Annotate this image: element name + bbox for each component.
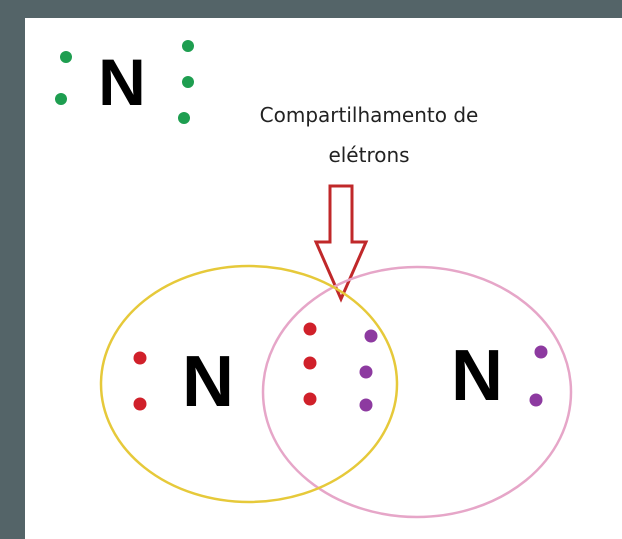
- electron-dot: [534, 345, 548, 359]
- nitrogen-symbol: N: [98, 45, 146, 119]
- nitrogen-symbol-left: N: [182, 342, 234, 422]
- left-nitrogen-atom: N: [133, 342, 234, 422]
- valence-electron-dot: [182, 76, 194, 88]
- nitrogen-symbol-right: N: [451, 336, 503, 416]
- caption-line-1: Compartilhamento de: [260, 103, 479, 127]
- shared-electrons: [303, 322, 378, 412]
- right-nitrogen-atom: N: [451, 336, 548, 416]
- nitrogen-lewis-structure: N: [55, 40, 194, 124]
- right-atom-shell: [261, 265, 573, 519]
- diagram-panel: [25, 18, 622, 539]
- shared-electron-dot-right-atom: [359, 365, 373, 379]
- caption-line-2: elétrons: [328, 143, 409, 167]
- shared-electron-dot-left-atom: [303, 392, 317, 406]
- electron-dot: [133, 351, 147, 365]
- valence-electron-dot: [178, 112, 190, 124]
- shared-electron-dot-left-atom: [303, 356, 317, 370]
- electron-dot: [133, 397, 147, 411]
- valence-electron-dot: [55, 93, 67, 105]
- arrow-down-outline-icon: [313, 184, 369, 303]
- shared-electron-dot-left-atom: [303, 322, 317, 336]
- valence-electron-dot: [182, 40, 194, 52]
- electron-dot: [529, 393, 543, 407]
- shared-electron-dot-right-atom: [359, 398, 373, 412]
- valence-electron-dot: [60, 51, 72, 63]
- shared-electron-dot-right-atom: [364, 329, 378, 343]
- left-atom-shell: [99, 264, 399, 504]
